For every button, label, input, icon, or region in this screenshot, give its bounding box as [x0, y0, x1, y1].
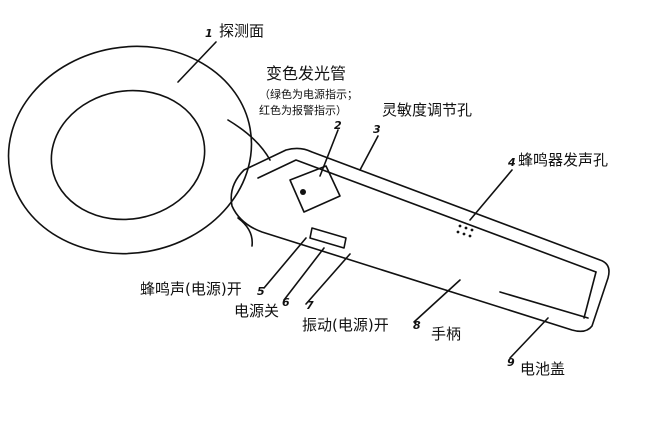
- label-color-led-note-red: 红色为报警指示）: [259, 104, 347, 117]
- callout-number-1: 1: [205, 27, 213, 40]
- label-color-led-note-green: （绿色为电源指示；: [259, 88, 358, 101]
- leader-2: [319, 129, 339, 177]
- leader-8: [413, 279, 461, 323]
- leader-5: [263, 237, 307, 289]
- callout-number-5: 5: [257, 285, 265, 298]
- handle-body: [230, 147, 610, 333]
- label-handle: 手柄: [431, 325, 462, 343]
- buzzer-holes: [456, 224, 474, 238]
- callout-number-3: 3: [373, 123, 381, 136]
- callout-number-6: 6: [282, 296, 290, 309]
- callout-number-8: 8: [413, 319, 421, 332]
- led-window: [289, 165, 341, 213]
- callout-number-9: 9: [507, 356, 515, 369]
- label-battery-cover: 电池盖: [520, 360, 566, 378]
- label-color-led: 变色发光管: [266, 64, 347, 83]
- label-sensitivity-hole: 灵敏度调节孔: [382, 101, 473, 119]
- label-detection-surface: 探测面: [219, 22, 265, 40]
- label-buzzer-hole: 蜂鸣器发声孔: [518, 151, 609, 169]
- search-coil-inner: [50, 89, 206, 221]
- switch-slot: [309, 227, 347, 249]
- leader-4: [469, 169, 513, 221]
- leader-6: [283, 247, 325, 301]
- handle-end-cap: [583, 271, 597, 319]
- callout-number-4: 4: [508, 156, 516, 169]
- leader-7: [305, 253, 351, 305]
- detector-neck: [227, 119, 271, 247]
- battery-cover-outline: [499, 291, 589, 319]
- search-coil-outer: [7, 45, 253, 255]
- callout-number-7: 7: [306, 299, 314, 312]
- leader-9: [509, 317, 549, 359]
- callout-number-2: 2: [334, 119, 342, 132]
- label-vibration-power-on: 振动(电源)开: [302, 316, 389, 334]
- leader-1: [177, 41, 217, 83]
- led-dot: [300, 189, 306, 195]
- leader-3: [359, 135, 379, 171]
- label-power-off: 电源关: [234, 302, 280, 320]
- label-buzzer-power-on: 蜂鸣声(电源)开: [140, 280, 242, 298]
- handle-ridge: [257, 159, 597, 273]
